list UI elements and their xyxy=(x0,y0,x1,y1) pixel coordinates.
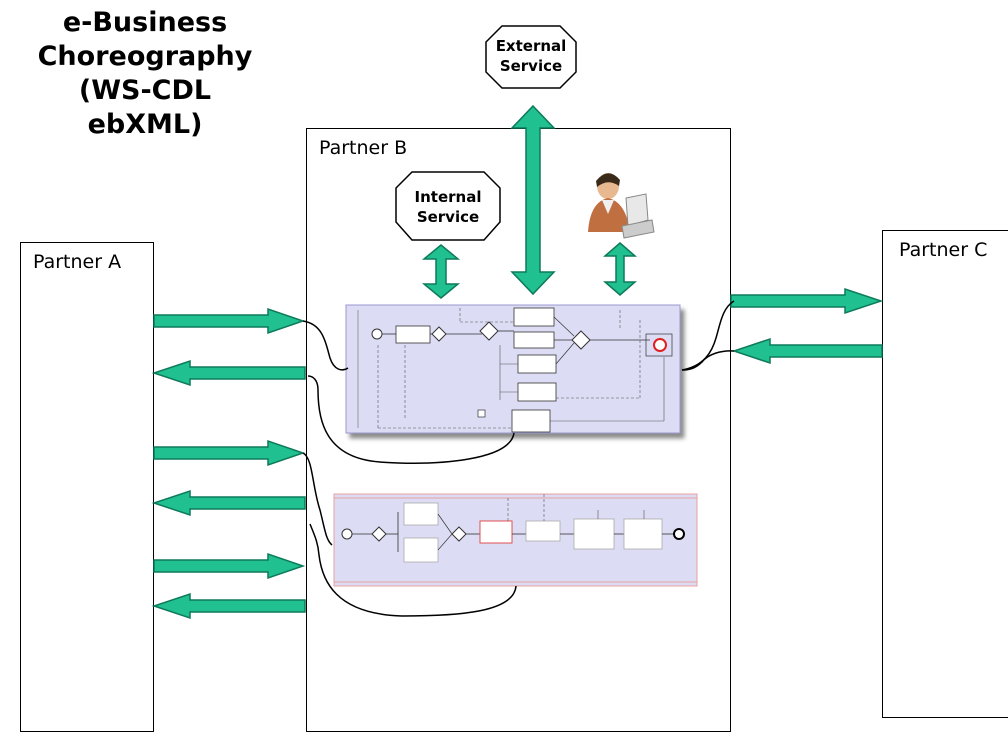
partner-c-box: Partner C xyxy=(882,230,1008,718)
external-service-octagon xyxy=(485,25,577,89)
internal-service-line-1: Internal xyxy=(414,188,482,206)
gateway-plus-2 xyxy=(571,330,591,350)
partner-a-box: Partner A xyxy=(20,242,154,732)
gateway-plus-4 xyxy=(451,526,467,542)
partner-b-label: Partner B xyxy=(319,137,408,159)
arrow-a-to-b-3 xyxy=(153,552,306,580)
internal-service-label: Internal Service xyxy=(396,187,500,227)
person-at-computer-icon xyxy=(588,173,655,239)
diagram-title: e-Business Choreography (WS-CDL ebXML) xyxy=(30,6,260,142)
title-line-2: Choreography xyxy=(37,41,253,72)
title-line-3: (WS-CDL xyxy=(78,75,212,106)
process-diagram-2 xyxy=(333,493,698,587)
gateway-x xyxy=(431,326,447,342)
internal-service-octagon xyxy=(395,171,501,241)
arrow-b-to-a-2 xyxy=(151,489,306,517)
human-task-arrow xyxy=(602,242,638,296)
end-event xyxy=(653,338,667,352)
title-line-4: ebXML) xyxy=(87,109,203,140)
process-diagram-1 xyxy=(345,304,681,434)
message-flow-connectors xyxy=(302,300,735,617)
internal-service-arrow xyxy=(421,244,461,299)
arrow-b-to-a-1 xyxy=(151,359,306,387)
arrow-b-to-a-3 xyxy=(151,592,306,620)
arrow-c-to-b xyxy=(731,337,883,365)
gateway-plus-3 xyxy=(371,526,387,542)
partner-c-label: Partner C xyxy=(899,239,988,261)
internal-service-line-2: Service xyxy=(416,208,480,226)
external-service-line-2: Service xyxy=(499,57,563,75)
arrow-b-to-c xyxy=(730,287,884,315)
title-line-1: e-Business xyxy=(62,7,228,38)
external-service-line-1: External xyxy=(495,37,567,55)
gateway-plus-1 xyxy=(479,321,499,341)
external-service-label: External Service xyxy=(486,36,576,76)
partner-a-label: Partner A xyxy=(33,251,122,273)
arrow-a-to-b-2 xyxy=(153,439,306,467)
arrow-a-to-b-1 xyxy=(153,307,306,335)
external-service-arrow xyxy=(510,104,556,296)
